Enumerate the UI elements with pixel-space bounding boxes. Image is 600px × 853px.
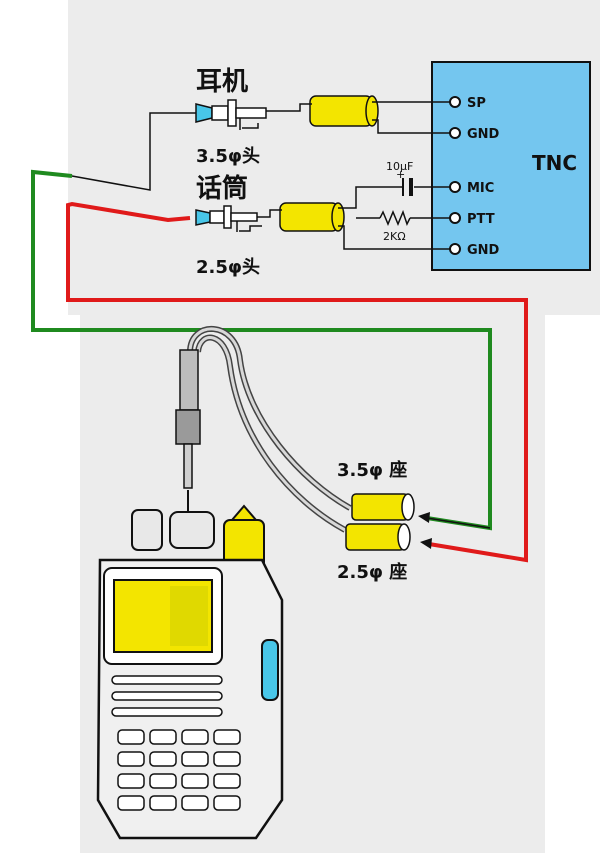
tnc-title: TNC	[532, 151, 577, 175]
tnc-pin-label-ptt: PTT	[467, 212, 495, 227]
capacitor-icon: + 10μF	[386, 160, 413, 196]
mic-plug-label: 2.5φ头	[196, 257, 260, 278]
tnc-pin-label-mic: MIC	[467, 181, 494, 196]
earphone-plug-label: 3.5φ头	[196, 146, 260, 167]
resistor-label: 2KΩ	[383, 230, 406, 243]
capacitor-polarity: +	[396, 168, 405, 181]
jack-35-label: 3.5φ 座	[337, 459, 407, 481]
radio-icon	[96, 504, 284, 840]
mic-shield-wire	[239, 225, 262, 232]
arrow-line-35	[426, 517, 491, 529]
earphone-wire-core	[266, 103, 312, 112]
arrow-35-icon	[418, 512, 430, 523]
arrow-25-icon	[420, 538, 432, 549]
tnc-pin-sp: SP	[449, 96, 486, 111]
earphone-gnd-wire	[372, 119, 450, 134]
earphone-shield-wire	[242, 123, 259, 129]
tnc-pin-label-gnd-1: GND	[467, 127, 500, 142]
tnc-pin-label-sp: SP	[467, 96, 486, 111]
resistor-icon: 2KΩ	[379, 209, 411, 243]
earphone-plug-icon	[195, 99, 267, 130]
jack-35-icon	[351, 493, 409, 521]
mic-label: 话筒	[196, 173, 248, 204]
capacitor-label: 10μF	[386, 160, 413, 173]
mic-gnd-wire	[338, 225, 450, 250]
jack-25-icon	[345, 523, 405, 551]
red-guide-wire	[66, 201, 528, 563]
earphone-lead	[71, 112, 196, 191]
tnc-pin-gnd-2: GND	[449, 243, 500, 258]
mic-signal-wire	[338, 186, 402, 209]
earphone-shielded-cable	[309, 95, 379, 127]
jack-25-label: 2.5φ 座	[337, 561, 407, 583]
mic-plug-icon	[195, 205, 258, 232]
earphone-label: 耳机	[196, 67, 248, 97]
tnc-box: TNC SP GND MIC PTT GND	[431, 61, 591, 271]
mic-shielded-cable	[279, 202, 345, 232]
tnc-pin-label-gnd-2: GND	[467, 243, 500, 258]
mic-wire-core	[257, 209, 282, 218]
tnc-pin-gnd-1: GND	[449, 127, 500, 142]
